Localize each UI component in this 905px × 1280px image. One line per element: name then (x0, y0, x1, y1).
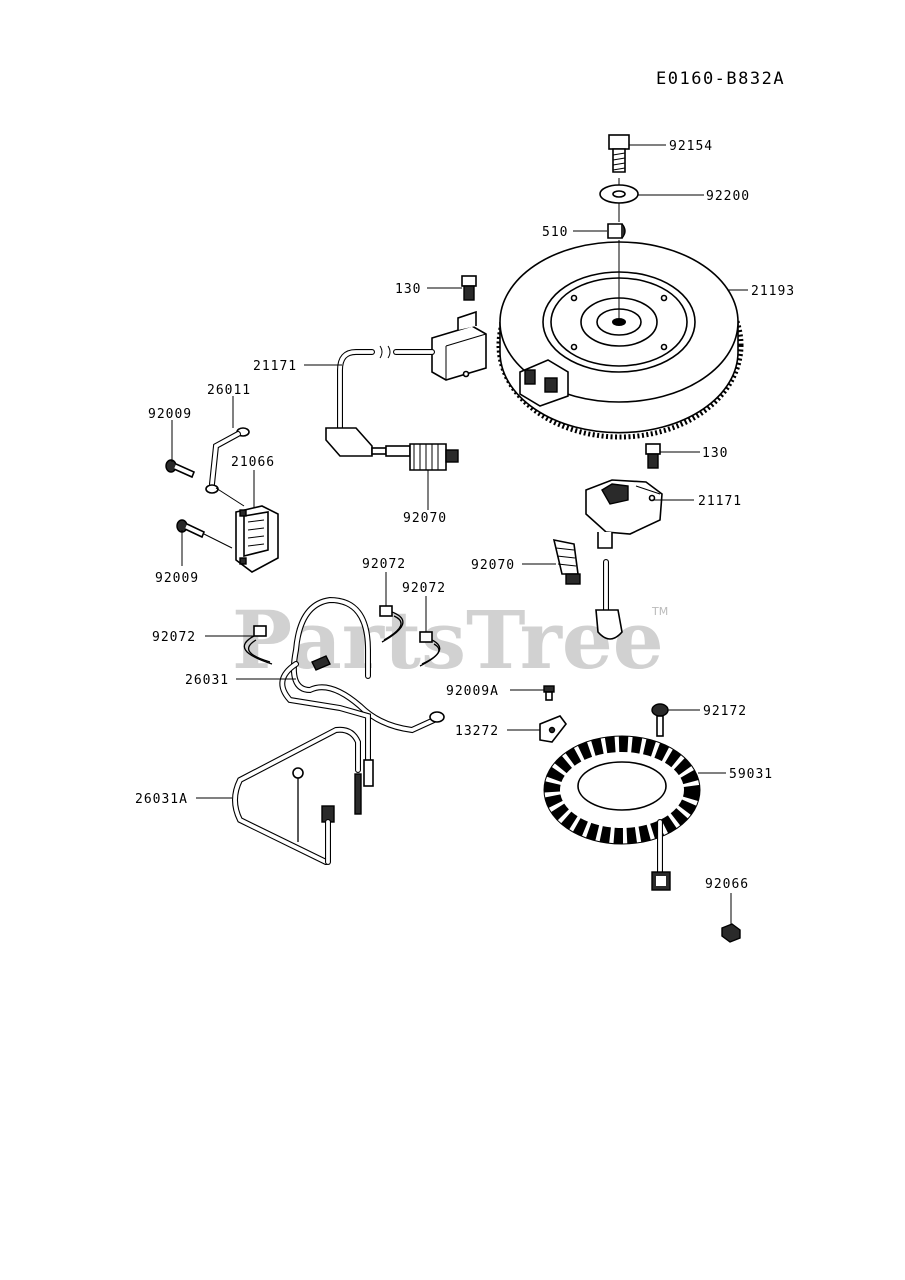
screw-92172[interactable] (651, 703, 669, 737)
label-92154[interactable]: 92154 (669, 139, 713, 154)
label-26011[interactable]: 26011 (207, 383, 251, 398)
spark-plug-92070-bottom[interactable] (552, 538, 581, 585)
bolt-92009A[interactable] (543, 685, 555, 701)
label-92009-bottom[interactable]: 92009 (155, 571, 199, 586)
label-130-top[interactable]: 130 (395, 282, 421, 297)
label-92066[interactable]: 92066 (705, 877, 749, 892)
label-13272[interactable]: 13272 (455, 724, 499, 739)
ht-lead-top (337, 345, 435, 431)
label-26031A[interactable]: 26031A (135, 792, 188, 807)
label-510[interactable]: 510 (542, 225, 568, 240)
bolt-92154[interactable] (608, 134, 630, 173)
diagram-code: E0160-B832A (656, 69, 785, 89)
label-92072-middle[interactable]: 92072 (362, 557, 406, 572)
label-26031[interactable]: 26031 (185, 673, 229, 688)
regulator-21066[interactable] (235, 505, 279, 573)
leader-26011-regulator (215, 487, 245, 507)
label-21171-bottom[interactable]: 21171 (698, 494, 742, 509)
bolt-92009-top[interactable] (165, 459, 196, 479)
cable-holder-92072-left[interactable] (243, 625, 273, 665)
bolt-92009-bottom[interactable] (176, 519, 206, 539)
plug-cap-bottom[interactable] (595, 609, 623, 640)
label-92072-right[interactable]: 92072 (402, 581, 446, 596)
plate-13272[interactable] (539, 715, 568, 743)
label-92070-top[interactable]: 92070 (403, 511, 447, 526)
flywheel-21193[interactable] (496, 241, 744, 440)
leader-bolt-regulator (203, 533, 233, 549)
label-21193[interactable]: 21193 (751, 284, 795, 299)
bolt-130-bottom[interactable] (645, 443, 661, 469)
bolt-130-top[interactable] (461, 275, 477, 301)
spark-plug-92070-top[interactable] (371, 443, 459, 471)
label-92009-top[interactable]: 92009 (148, 407, 192, 422)
ignition-coil-21171-bottom[interactable] (585, 479, 663, 549)
label-92009A[interactable]: 92009A (446, 684, 499, 699)
label-92072-left[interactable]: 92072 (152, 630, 196, 645)
label-59031[interactable]: 59031 (729, 767, 773, 782)
key-510[interactable] (607, 223, 626, 239)
label-92172[interactable]: 92172 (703, 704, 747, 719)
harness-26031[interactable] (279, 596, 445, 815)
label-92200[interactable]: 92200 (706, 189, 750, 204)
stator-59031[interactable] (543, 735, 701, 891)
label-21171-top[interactable]: 21171 (253, 359, 297, 374)
ignition-coil-21171-top[interactable] (431, 310, 487, 381)
washer-92200[interactable] (599, 184, 639, 204)
plug-cap-top[interactable] (325, 427, 373, 457)
harness-26031A[interactable] (232, 726, 361, 865)
cable-holder-92072-middle[interactable] (379, 605, 404, 643)
label-92070-bottom[interactable]: 92070 (471, 558, 515, 573)
watermark: PartsTree (232, 593, 664, 687)
nut-92066[interactable] (721, 923, 741, 943)
label-130-bottom[interactable]: 130 (702, 446, 728, 461)
ground-wire-26011[interactable] (205, 427, 250, 494)
leader-lines (171, 144, 748, 924)
trademark: TM (651, 605, 668, 618)
label-21066[interactable]: 21066 (231, 455, 275, 470)
